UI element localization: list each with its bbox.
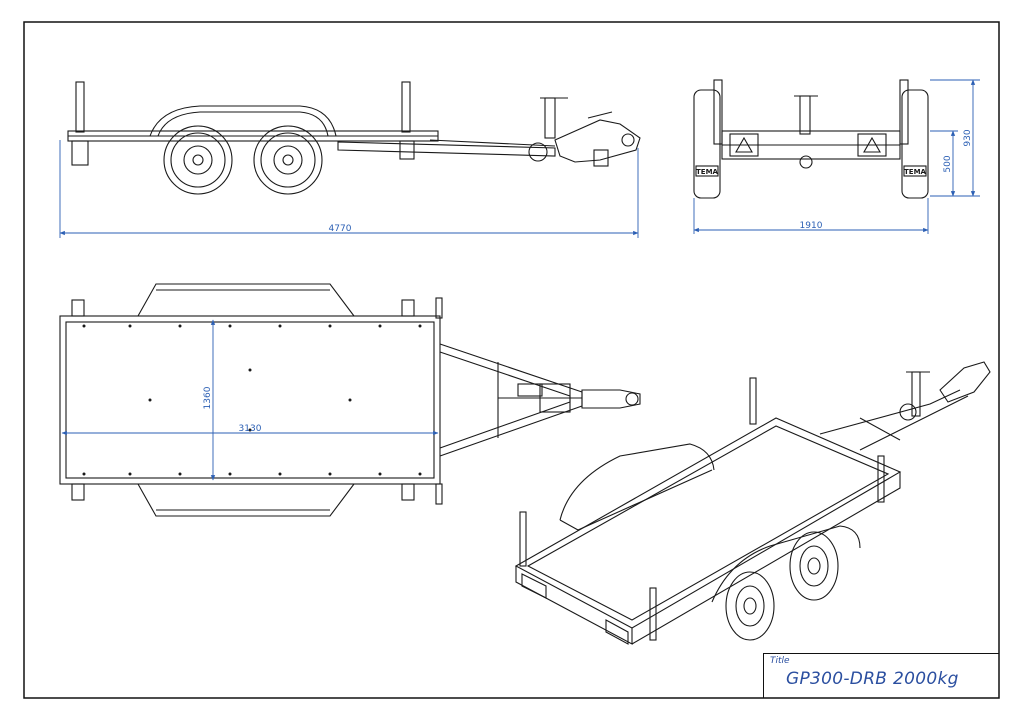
rear-dimensions <box>693 79 980 234</box>
dim-deck-width: 1360 <box>203 386 213 409</box>
dim-fender-height: 500 <box>943 155 953 172</box>
title-block: Title GP300-DRB 2000kg <box>763 653 999 698</box>
dim-overall-length: 4770 <box>329 224 352 234</box>
dim-overall-width: 1910 <box>800 221 823 231</box>
iso-wheel-front <box>725 571 775 641</box>
side-wheel-front <box>163 125 233 195</box>
top-view <box>59 283 641 517</box>
drawing-title: GP300-DRB 2000kg <box>786 669 959 689</box>
rear-view <box>693 79 929 199</box>
side-view <box>67 81 641 195</box>
title-label: Title <box>770 656 790 666</box>
side-wheel-rear <box>253 125 323 195</box>
top-view-bolts <box>82 324 422 476</box>
top-dimensions <box>61 319 439 481</box>
dim-deck-length: 3130 <box>239 424 262 434</box>
dim-overall-height: 930 <box>963 129 973 146</box>
iso-wheel-rear <box>789 531 839 601</box>
isometric-view <box>514 361 991 645</box>
side-length-dimension <box>59 140 639 238</box>
rear-brand-right: TEMA <box>904 168 927 176</box>
sheet-border <box>23 21 1000 699</box>
rear-brand-left: TEMA <box>696 168 719 176</box>
